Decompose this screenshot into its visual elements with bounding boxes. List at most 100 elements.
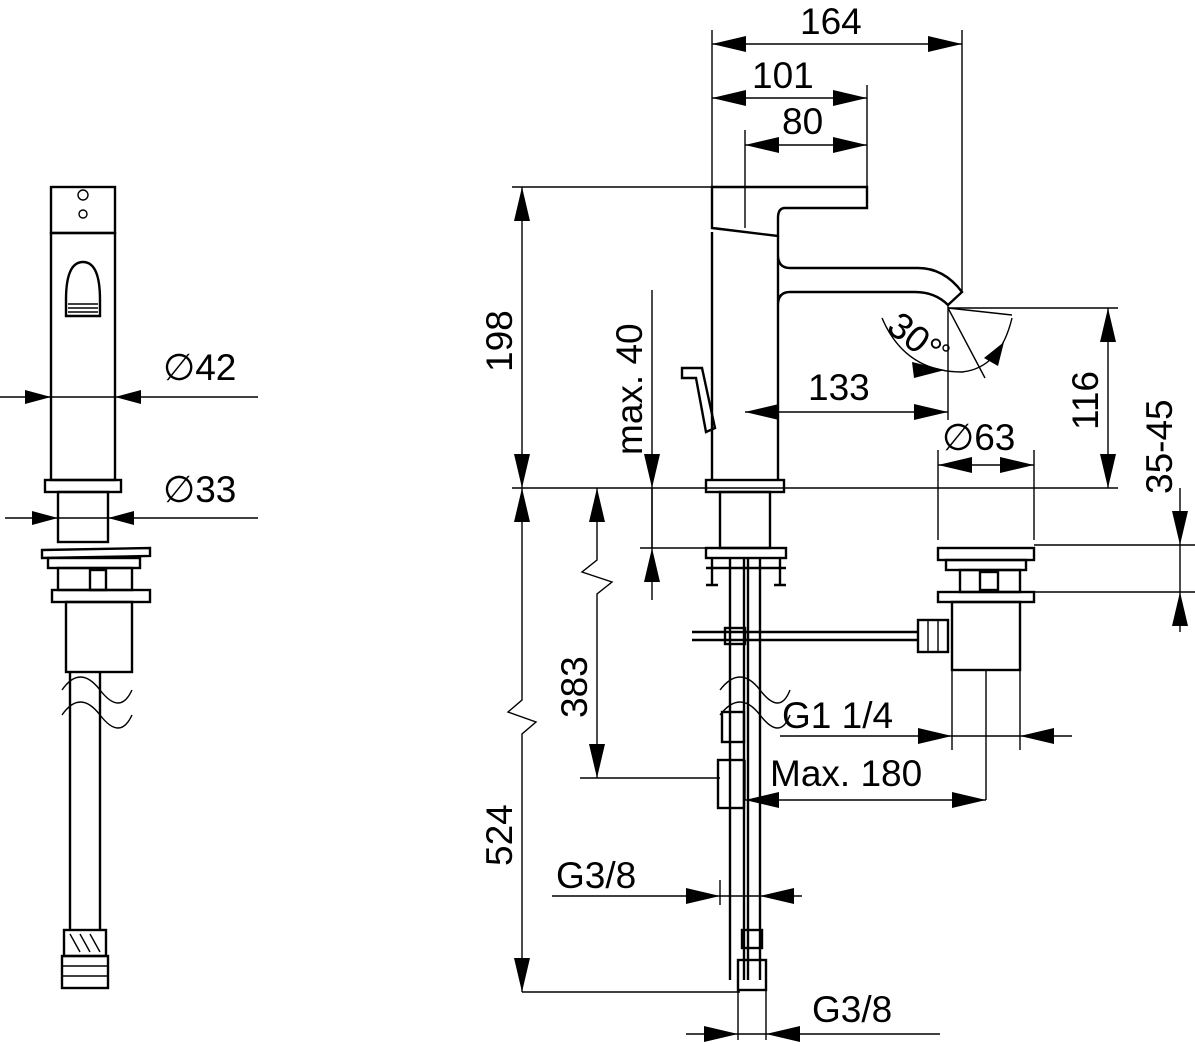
front-mount-bracket [706,558,786,587]
front-pipe-fitting-a [720,710,746,744]
front-waste-top [944,558,1028,572]
front-pipe-fitting-c [740,928,764,950]
front-handle-joint [715,187,779,237]
side-connector-hatch [69,933,101,953]
dim-g114-arrow-right [1020,728,1054,744]
front-base-stem [718,490,772,550]
front-pipe-end-nut [736,958,768,992]
side-nut-b [88,568,108,592]
front-popup-rod [692,630,918,642]
front-rod-nut-detail [927,620,939,652]
dim-101-arrow-right [833,90,867,106]
dim-g38b-label: G3/8 [812,989,892,1030]
dim-angle-center [942,344,950,352]
dim-198-label: 198 [479,310,520,372]
dim-angle-label: 30° [880,304,949,371]
dim-383-label: 383 [554,656,595,718]
front-waste-nut-slot [978,570,1000,592]
dim-dia33-arrow-right [108,511,134,525]
dim-524-label: 524 [479,804,520,866]
front-base-ring [704,478,786,494]
side-indicator-cold [78,209,88,219]
dim-383-arrow-top [589,488,605,522]
dim-80-arrow-left [745,137,779,153]
dim-116-arrow-bottom [1100,454,1116,488]
side-base-ring [43,478,123,494]
dim-116-arrow-top [1100,308,1116,342]
dim-164-label: 164 [800,1,862,42]
dim-80-arrow-right [833,137,867,153]
side-popup-rod [40,546,152,560]
dim-3545-arrow-top [1172,511,1188,545]
side-washer [46,556,142,570]
dim-198-arrow-top [514,187,530,221]
dim-dia42-label: ∅42 [163,347,236,388]
dim-164-arrow-right [928,36,962,52]
dim-101-arrow-left [712,90,746,106]
side-aerator-rings [68,303,98,313]
dim-angle-lines [947,307,1013,379]
dim-g38a-label: G3/8 [556,855,636,896]
side-base-stem [56,490,110,544]
dim-angle-arrow-b [984,342,1004,366]
front-break-line [719,676,791,729]
dim-383-arrow-bottom [589,744,605,778]
side-hose [68,672,102,930]
front-popup-lever [680,366,717,434]
dim-g114-arrow-left [918,728,952,744]
side-hose-nut-lines [62,965,108,977]
dim-max40-arrow-top [644,454,660,488]
front-waste-body [950,600,1022,672]
front-rod-nut [916,618,950,654]
dim-524-arrow-top [514,488,530,522]
dim-dia42-arrow-left [25,390,51,404]
side-body [49,231,117,482]
dim-dia63-arrow-right [1000,457,1034,473]
ext-lines [512,30,1195,1040]
dim-angle-arrow-a [912,362,945,378]
front-waste-washer [936,590,1036,604]
front-view: 164 101 80 198 max. 40 133 30° [479,1,1195,1042]
dim-max180-arrow-right [952,792,986,808]
side-break-line [61,676,133,729]
dim-dia42-arrow-right [115,390,141,404]
dim-g38b-arrow-left [704,1026,738,1042]
dim-dia63-label: ∅63 [942,417,1015,458]
front-waste-nut [958,568,1022,594]
dim-101-label: 101 [752,55,814,96]
dim-524-line [506,488,538,992]
side-view: ∅42 ∅33 [0,185,258,990]
dim-524-arrow-bottom [514,958,530,992]
side-hose-nut [60,954,110,990]
side-indicator-hot [77,189,89,201]
dim-383-line [580,488,614,778]
dim-dia63-arrow-left [938,457,972,473]
dim-g114-label: G1 1/4 [782,695,893,736]
dim-max40-label: max. 40 [609,323,650,455]
dim-max180-arrow-left [745,792,779,808]
dim-dia33-arrow-left [32,511,58,525]
dim-dia33-label: ∅33 [163,469,236,510]
dim-116-label: 116 [1065,371,1106,430]
dim-133-arrow-right [914,404,948,420]
front-waste-plug [936,546,1036,562]
dim-max180-label: Max. 180 [770,753,922,794]
dim-g38a-arrow-right [760,888,794,904]
dim-3545-arrow-bottom [1172,592,1188,626]
dim-g38b-arrow-right [766,1026,800,1042]
dim-max40-arrow-bottom [644,548,660,582]
dim-g38a-arrow-left [686,888,720,904]
front-handle-lever [710,185,869,238]
front-washer [704,546,788,560]
dim-80-label: 80 [782,101,823,142]
dim-133-arrow-left [745,404,779,420]
side-nut-c [50,588,152,604]
side-aerator-outlet [64,260,102,318]
front-rod-clip [723,626,747,646]
dim-3545-label: 35-45 [1139,399,1180,494]
dim-133-label: 133 [808,367,870,408]
dim-164-arrow-left [712,36,746,52]
front-pipe-fitting-b [716,758,746,810]
dim-198-arrow-bottom [514,454,530,488]
